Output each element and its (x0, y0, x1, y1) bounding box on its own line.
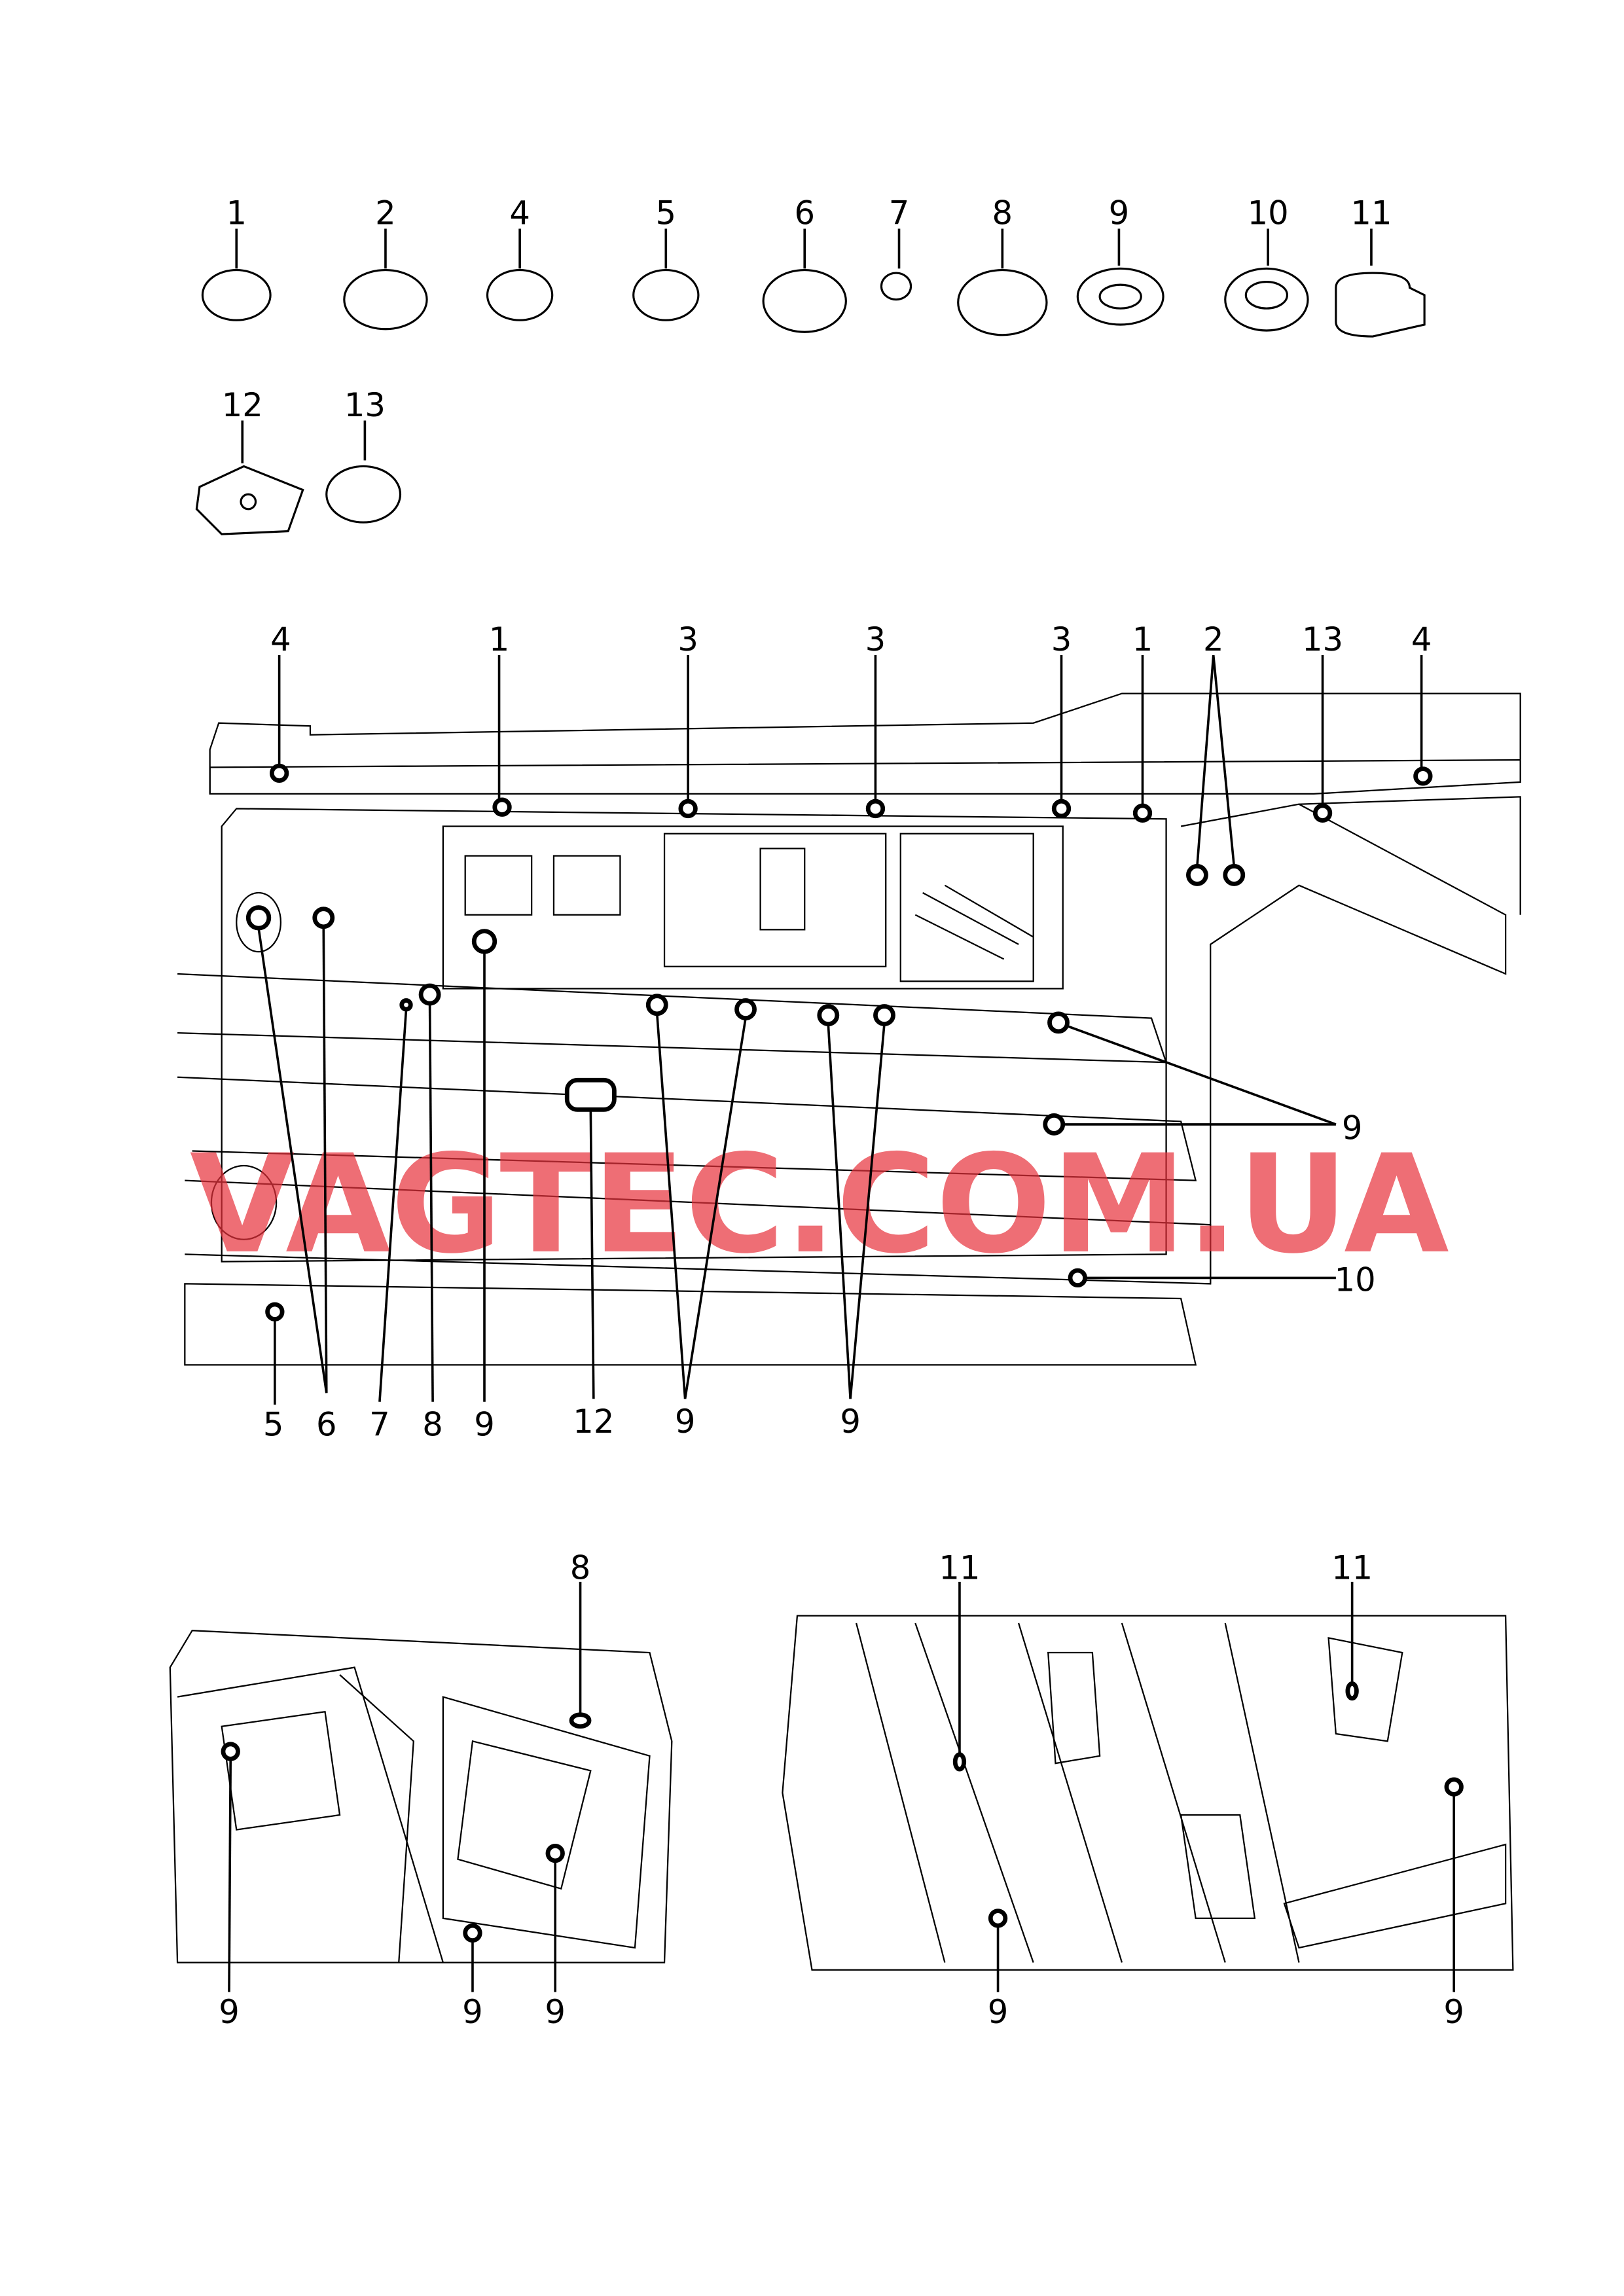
callout-label: 1 (1132, 620, 1153, 658)
part-label: 13 (344, 386, 386, 424)
callout-label: 9 (219, 1993, 240, 2031)
part-label: 12 (222, 386, 263, 424)
leader-lines (257, 655, 1423, 1405)
callout-label: 9 (1342, 1109, 1363, 1147)
part-10-plug-icon (1224, 228, 1309, 332)
callout-label: 3 (1051, 620, 1072, 658)
part-13-plug-icon (325, 420, 402, 524)
callout-label: 9 (1443, 1993, 1464, 2031)
callout-label: 8 (570, 1549, 591, 1587)
callout-label: 5 (263, 1406, 284, 1444)
callout-label: 13 (1302, 620, 1343, 658)
callout-label: 12 (573, 1403, 614, 1441)
part-label: 9 (1109, 194, 1130, 232)
part-6-plug-icon (762, 228, 847, 333)
callout-label: 8 (422, 1406, 443, 1444)
part-4-plug-icon (486, 228, 554, 321)
callout-label: 9 (462, 1993, 483, 2031)
part-2-plug-icon (343, 228, 428, 331)
watermark: VAGTEC.COM.UA (190, 1125, 1449, 1283)
callout-label: 9 (474, 1406, 495, 1444)
part-icons (195, 228, 1426, 535)
callout-label: 9 (675, 1403, 696, 1441)
main-floor-drawing (177, 692, 1521, 1366)
part-9-plug-icon (1076, 228, 1164, 326)
part-label: 4 (509, 194, 530, 232)
part-8-plug-icon (957, 228, 1048, 336)
callout-label: 10 (1335, 1261, 1376, 1299)
callout-label: 3 (677, 620, 698, 658)
part-label: 10 (1248, 194, 1289, 232)
part-label: 6 (794, 194, 815, 232)
part-12-cover-icon (195, 420, 304, 535)
callout-label: 11 (939, 1549, 980, 1587)
callout-label: 1 (489, 620, 510, 658)
callout-label: 7 (369, 1406, 390, 1444)
callout-label: 4 (270, 620, 291, 658)
callout-label: 9 (988, 1993, 1009, 2031)
callout-label: 9 (840, 1403, 861, 1441)
part-7-plug-icon (880, 228, 912, 301)
callout-label: 9 (545, 1993, 566, 2031)
part-label: 1 (226, 194, 247, 232)
lower-left-drawing (169, 1581, 673, 1992)
callout-label: 2 (1203, 620, 1224, 658)
callout-label: 11 (1331, 1549, 1373, 1587)
callout-label: 3 (865, 620, 886, 658)
part-label: 2 (375, 194, 396, 232)
callout-label: 6 (316, 1406, 337, 1444)
part-11-tape-roll-icon (1335, 228, 1426, 338)
part-label: 11 (1350, 194, 1392, 232)
callout-label: 4 (1411, 620, 1432, 658)
part-label: 8 (992, 194, 1013, 232)
part-label: 7 (889, 194, 910, 232)
part-1-plug-icon (201, 228, 272, 321)
lower-right-drawing (782, 1581, 1514, 1992)
part-5-plug-icon (632, 228, 700, 321)
part-label: 5 (656, 194, 677, 232)
